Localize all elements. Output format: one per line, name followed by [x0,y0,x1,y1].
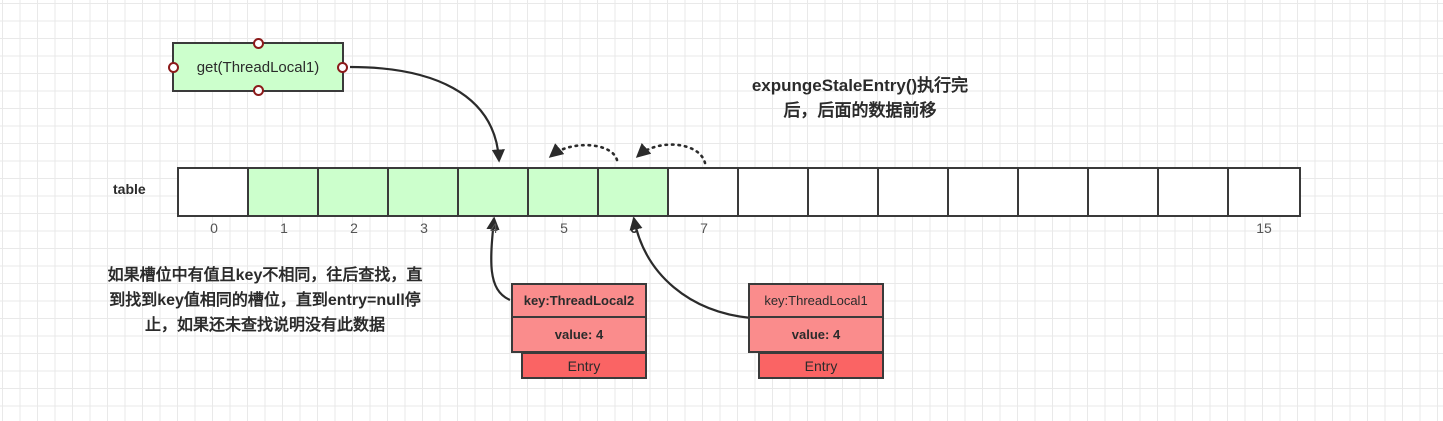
lookup-explanation-note: 如果槽位中有值且key不相同，往后查找，直 到找到key值相同的槽位，直到ent… [107,267,423,334]
table-cell-8[interactable] [739,169,809,215]
table-index-label-3: 3 [420,220,428,236]
connection-port-top-icon[interactable] [252,38,264,49]
connection-port-right-icon[interactable] [337,61,348,73]
table-index-label-6: 6 [630,220,638,236]
table-index-label-0: 0 [210,220,218,236]
table-cell-13[interactable] [1089,169,1159,215]
entry-key-cell: key:ThreadLocal1 [750,285,882,318]
table-cell-7[interactable] [669,169,739,215]
entry-value-cell: value: 4 [554,327,604,342]
entry-key-value-table: key:ThreadLocal2 value: 4 [511,283,647,353]
table-cell-5[interactable] [529,169,599,215]
entry-key-cell: key:ThreadLocal2 [513,285,645,318]
table-index-label-2: 2 [350,220,358,236]
table-cell-4[interactable] [459,169,529,215]
table-index-label-5: 5 [560,220,568,236]
entry-box-threadlocal1: key:ThreadLocal1 value: 4 Entry [748,283,884,379]
table-index-label-7: 7 [700,220,708,236]
table-index-label-4: 4 [490,220,498,236]
get-node-label: get(ThreadLocal1) [196,58,320,76]
table-cell-11[interactable] [949,169,1019,215]
table-cell-1[interactable] [249,169,319,215]
table-cell-12[interactable] [1019,169,1089,215]
table-cell-2[interactable] [319,169,389,215]
connection-port-bottom-icon[interactable] [252,85,264,96]
table-cell-9[interactable] [809,169,879,215]
threadlocal-table [177,167,1301,217]
get-threadlocal1-node[interactable]: get(ThreadLocal1) [168,38,348,96]
connection-port-left-icon[interactable] [168,61,179,73]
entry-footer-label: Entry [758,352,884,379]
arrow-shift-7-to-6 [635,143,707,165]
entry-key-value-table: key:ThreadLocal1 value: 4 [748,283,884,353]
arrow-get-to-slot4 [349,65,505,163]
entry-value-cell: value: 4 [791,327,841,342]
entry-box-threadlocal2: key:ThreadLocal2 value: 4 Entry [511,283,647,379]
table-index-label-1: 1 [280,220,288,236]
table-cell-14[interactable] [1159,169,1229,215]
entry-footer-label: Entry [521,352,647,379]
table-cell-3[interactable] [389,169,459,215]
arrow-shift-6-to-5 [548,143,619,162]
table-cell-6[interactable] [599,169,669,215]
table-cell-0[interactable] [179,169,249,215]
table-label: table [113,181,146,197]
table-cell-10[interactable] [879,169,949,215]
table-cell-15[interactable] [1229,169,1299,215]
diagram-title: expungeStaleEntry()执行完 后，后面的数据前移 [751,76,969,120]
table-index-label-15: 15 [1256,220,1272,236]
